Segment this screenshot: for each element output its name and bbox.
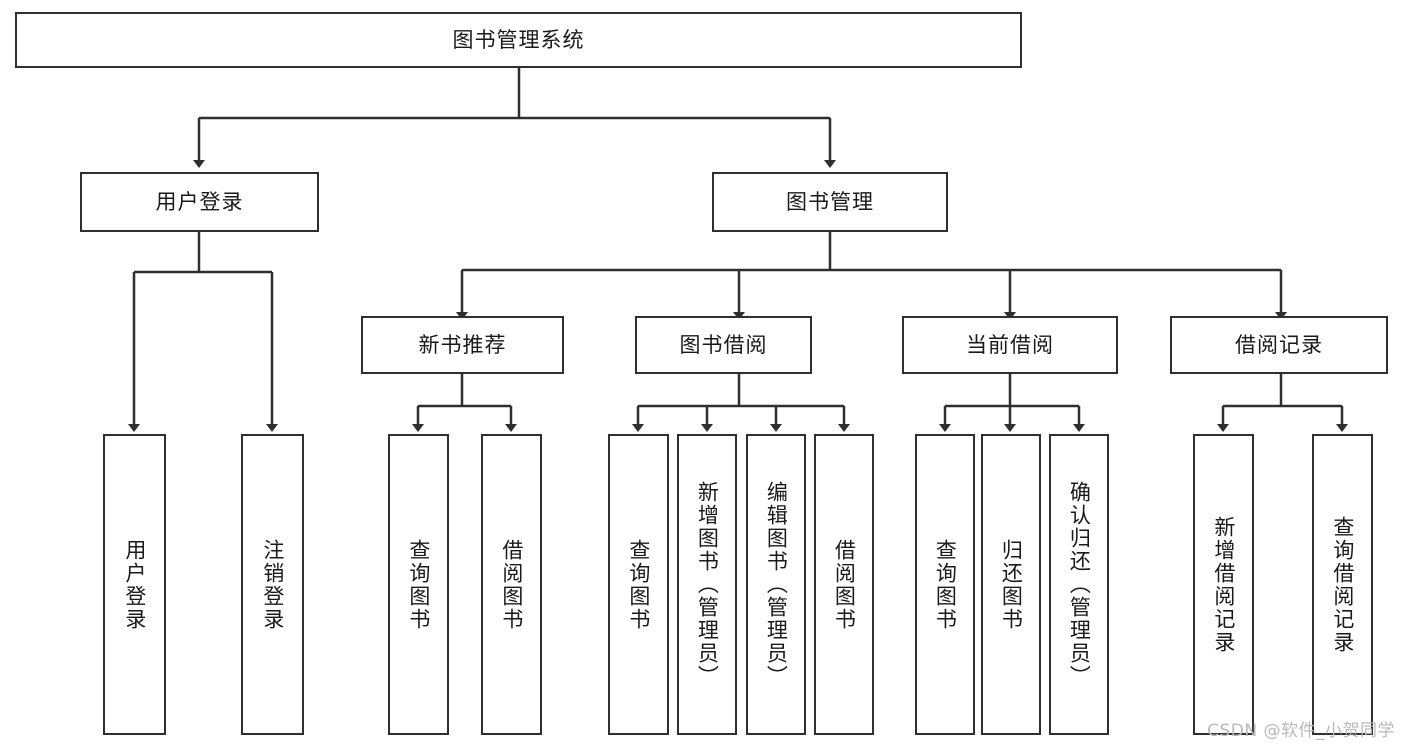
node-label: 当前借阅 [966,332,1054,357]
leaf-borrow-add-book[interactable]: 新增图书（管理员） [677,434,737,735]
node-label: 用户登录 [155,189,244,214]
leaf-current-confirm-return[interactable]: 确认归还（管理员） [1049,434,1109,735]
node-label: 确认归还（管理员） [1067,481,1092,688]
leaf-borrow-query-book[interactable]: 查询图书 [608,434,669,735]
node-label: 查询图书 [626,538,651,631]
node-borrow-record[interactable]: 借阅记录 [1170,316,1388,374]
node-label: 查询借阅记录 [1330,515,1355,654]
node-label: 注销登录 [260,538,285,631]
node-label: 新增图书（管理员） [695,481,720,688]
leaf-current-return-book[interactable]: 归还图书 [981,434,1041,735]
node-label: 图书管理 [786,189,874,214]
leaf-new-book-query[interactable]: 查询图书 [388,434,449,735]
node-label: 新增借阅记录 [1211,515,1236,654]
leaf-borrow-edit-book[interactable]: 编辑图书（管理员） [746,434,806,735]
node-label: 图书借阅 [679,332,768,357]
node-label: 归还图书 [999,538,1024,631]
node-root-system[interactable]: 图书管理系统 [15,12,1022,68]
node-label: 新书推荐 [418,332,507,357]
node-book-borrow[interactable]: 图书借阅 [635,316,812,374]
leaf-borrow-borrow-book[interactable]: 借阅图书 [814,434,874,735]
node-user-login[interactable]: 用户登录 [80,172,319,232]
node-label: 借阅记录 [1235,332,1323,357]
node-new-book-recommend[interactable]: 新书推荐 [361,316,564,374]
node-label: 查询图书 [406,538,431,631]
leaf-user-login-logout[interactable]: 注销登录 [241,434,304,735]
node-current-borrow[interactable]: 当前借阅 [902,316,1118,374]
node-label: 借阅图书 [499,538,524,631]
leaf-record-add-record[interactable]: 新增借阅记录 [1193,434,1254,735]
node-label: 借阅图书 [832,538,857,631]
node-label: 用户登录 [122,538,147,631]
node-book-management[interactable]: 图书管理 [712,172,948,232]
leaf-user-login-login[interactable]: 用户登录 [103,434,166,735]
node-label: 查询图书 [933,538,958,631]
leaf-new-book-borrow[interactable]: 借阅图书 [481,434,542,735]
leaf-current-query-book[interactable]: 查询图书 [915,434,975,735]
node-label: 编辑图书（管理员） [764,481,789,688]
csdn-watermark: CSDN @软件_小贺同学 [1207,721,1395,741]
leaf-record-query-record[interactable]: 查询借阅记录 [1312,434,1373,735]
node-label: 图书管理系统 [452,27,585,52]
